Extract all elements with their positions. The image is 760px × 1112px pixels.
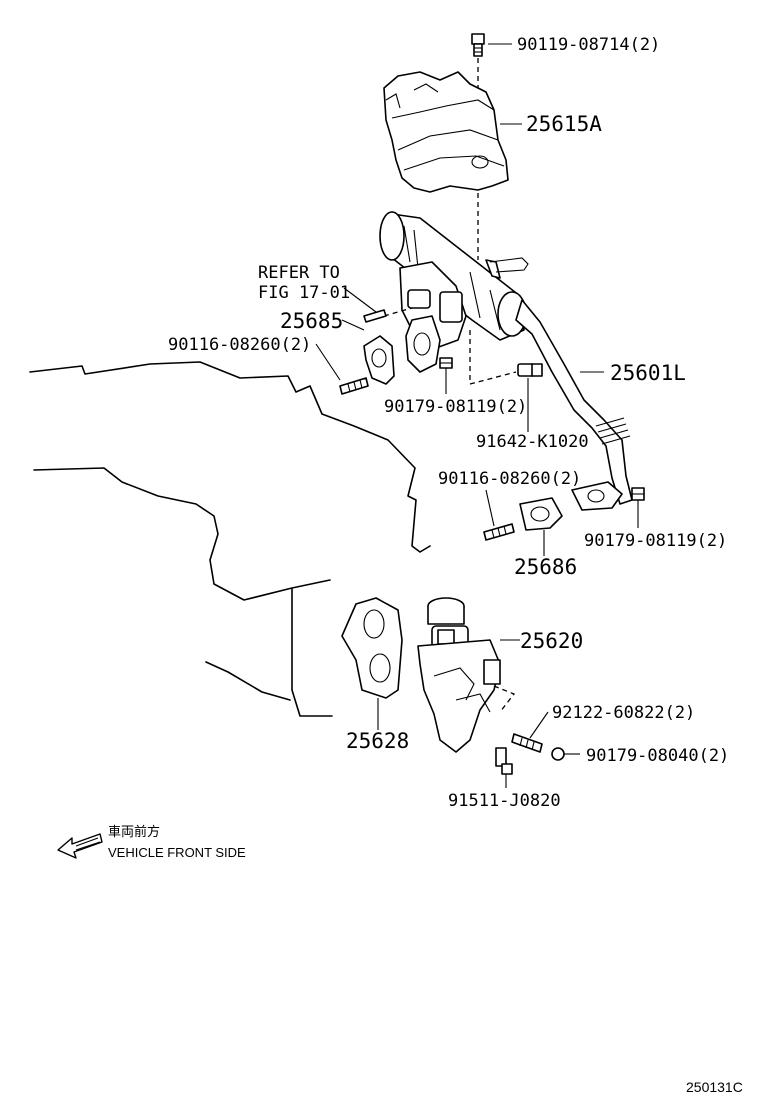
pipe-flange bbox=[571, 481, 623, 511]
label-bolt-top: 90119-08714(2) bbox=[517, 35, 660, 55]
label-stud-left: 90116-08260(2) bbox=[168, 335, 311, 355]
gasket-flange-mid bbox=[405, 315, 441, 373]
stud-right bbox=[483, 523, 515, 541]
gasket-25686 bbox=[519, 497, 563, 531]
label-stud-valve: 92122-60822(2) bbox=[552, 703, 695, 723]
label-bolt-valve: 91511-J0820 bbox=[448, 791, 561, 811]
label-gasket-valve: 25628 bbox=[346, 729, 409, 753]
figure-code: 250131C bbox=[686, 1079, 743, 1095]
egr-valve bbox=[417, 597, 516, 753]
bolt-top bbox=[471, 33, 485, 57]
stud-valve bbox=[511, 733, 543, 753]
label-stud-right: 90116-08260(2) bbox=[438, 469, 581, 489]
gasket-25685 bbox=[363, 335, 395, 385]
bolt-valve bbox=[495, 747, 513, 775]
stud-refer bbox=[363, 309, 387, 323]
gasket-k1020 bbox=[517, 363, 543, 377]
nut-right bbox=[631, 487, 645, 501]
label-valve: 25620 bbox=[520, 629, 583, 653]
direction-japanese: 車両前方 bbox=[108, 824, 160, 839]
engine-block-outline bbox=[29, 361, 431, 717]
label-cover: 25615A bbox=[526, 112, 602, 136]
stud-left bbox=[339, 377, 369, 395]
stud-guide bbox=[383, 307, 413, 317]
label-nut-mid: 90179-08119(2) bbox=[384, 397, 527, 417]
nut-valve bbox=[551, 747, 565, 761]
heat-insulator-cover bbox=[383, 71, 509, 193]
label-gasket-k: 91642-K1020 bbox=[476, 432, 589, 452]
label-refer-line2: FIG 17-01 bbox=[258, 283, 350, 303]
label-nut-valve: 90179-08040(2) bbox=[586, 746, 729, 766]
direction-english: VEHICLE FRONT SIDE bbox=[108, 845, 246, 860]
label-gasket-small: 25685 bbox=[280, 309, 343, 333]
front-direction-indicator: 車両前方 VEHICLE FRONT SIDE bbox=[57, 824, 246, 860]
label-nut-right: 90179-08119(2) bbox=[584, 531, 727, 551]
label-gasket-pipe: 25686 bbox=[514, 555, 577, 579]
label-cooler: 25601L bbox=[610, 361, 686, 385]
nut-mid bbox=[439, 357, 453, 369]
egr-cooler bbox=[379, 211, 633, 505]
front-arrow-icon bbox=[57, 833, 103, 859]
leader-lines bbox=[315, 43, 639, 788]
label-refer-line1: REFER TO bbox=[258, 263, 340, 283]
gasket-25628 bbox=[341, 597, 403, 699]
cooler-guide-2 bbox=[469, 371, 517, 385]
